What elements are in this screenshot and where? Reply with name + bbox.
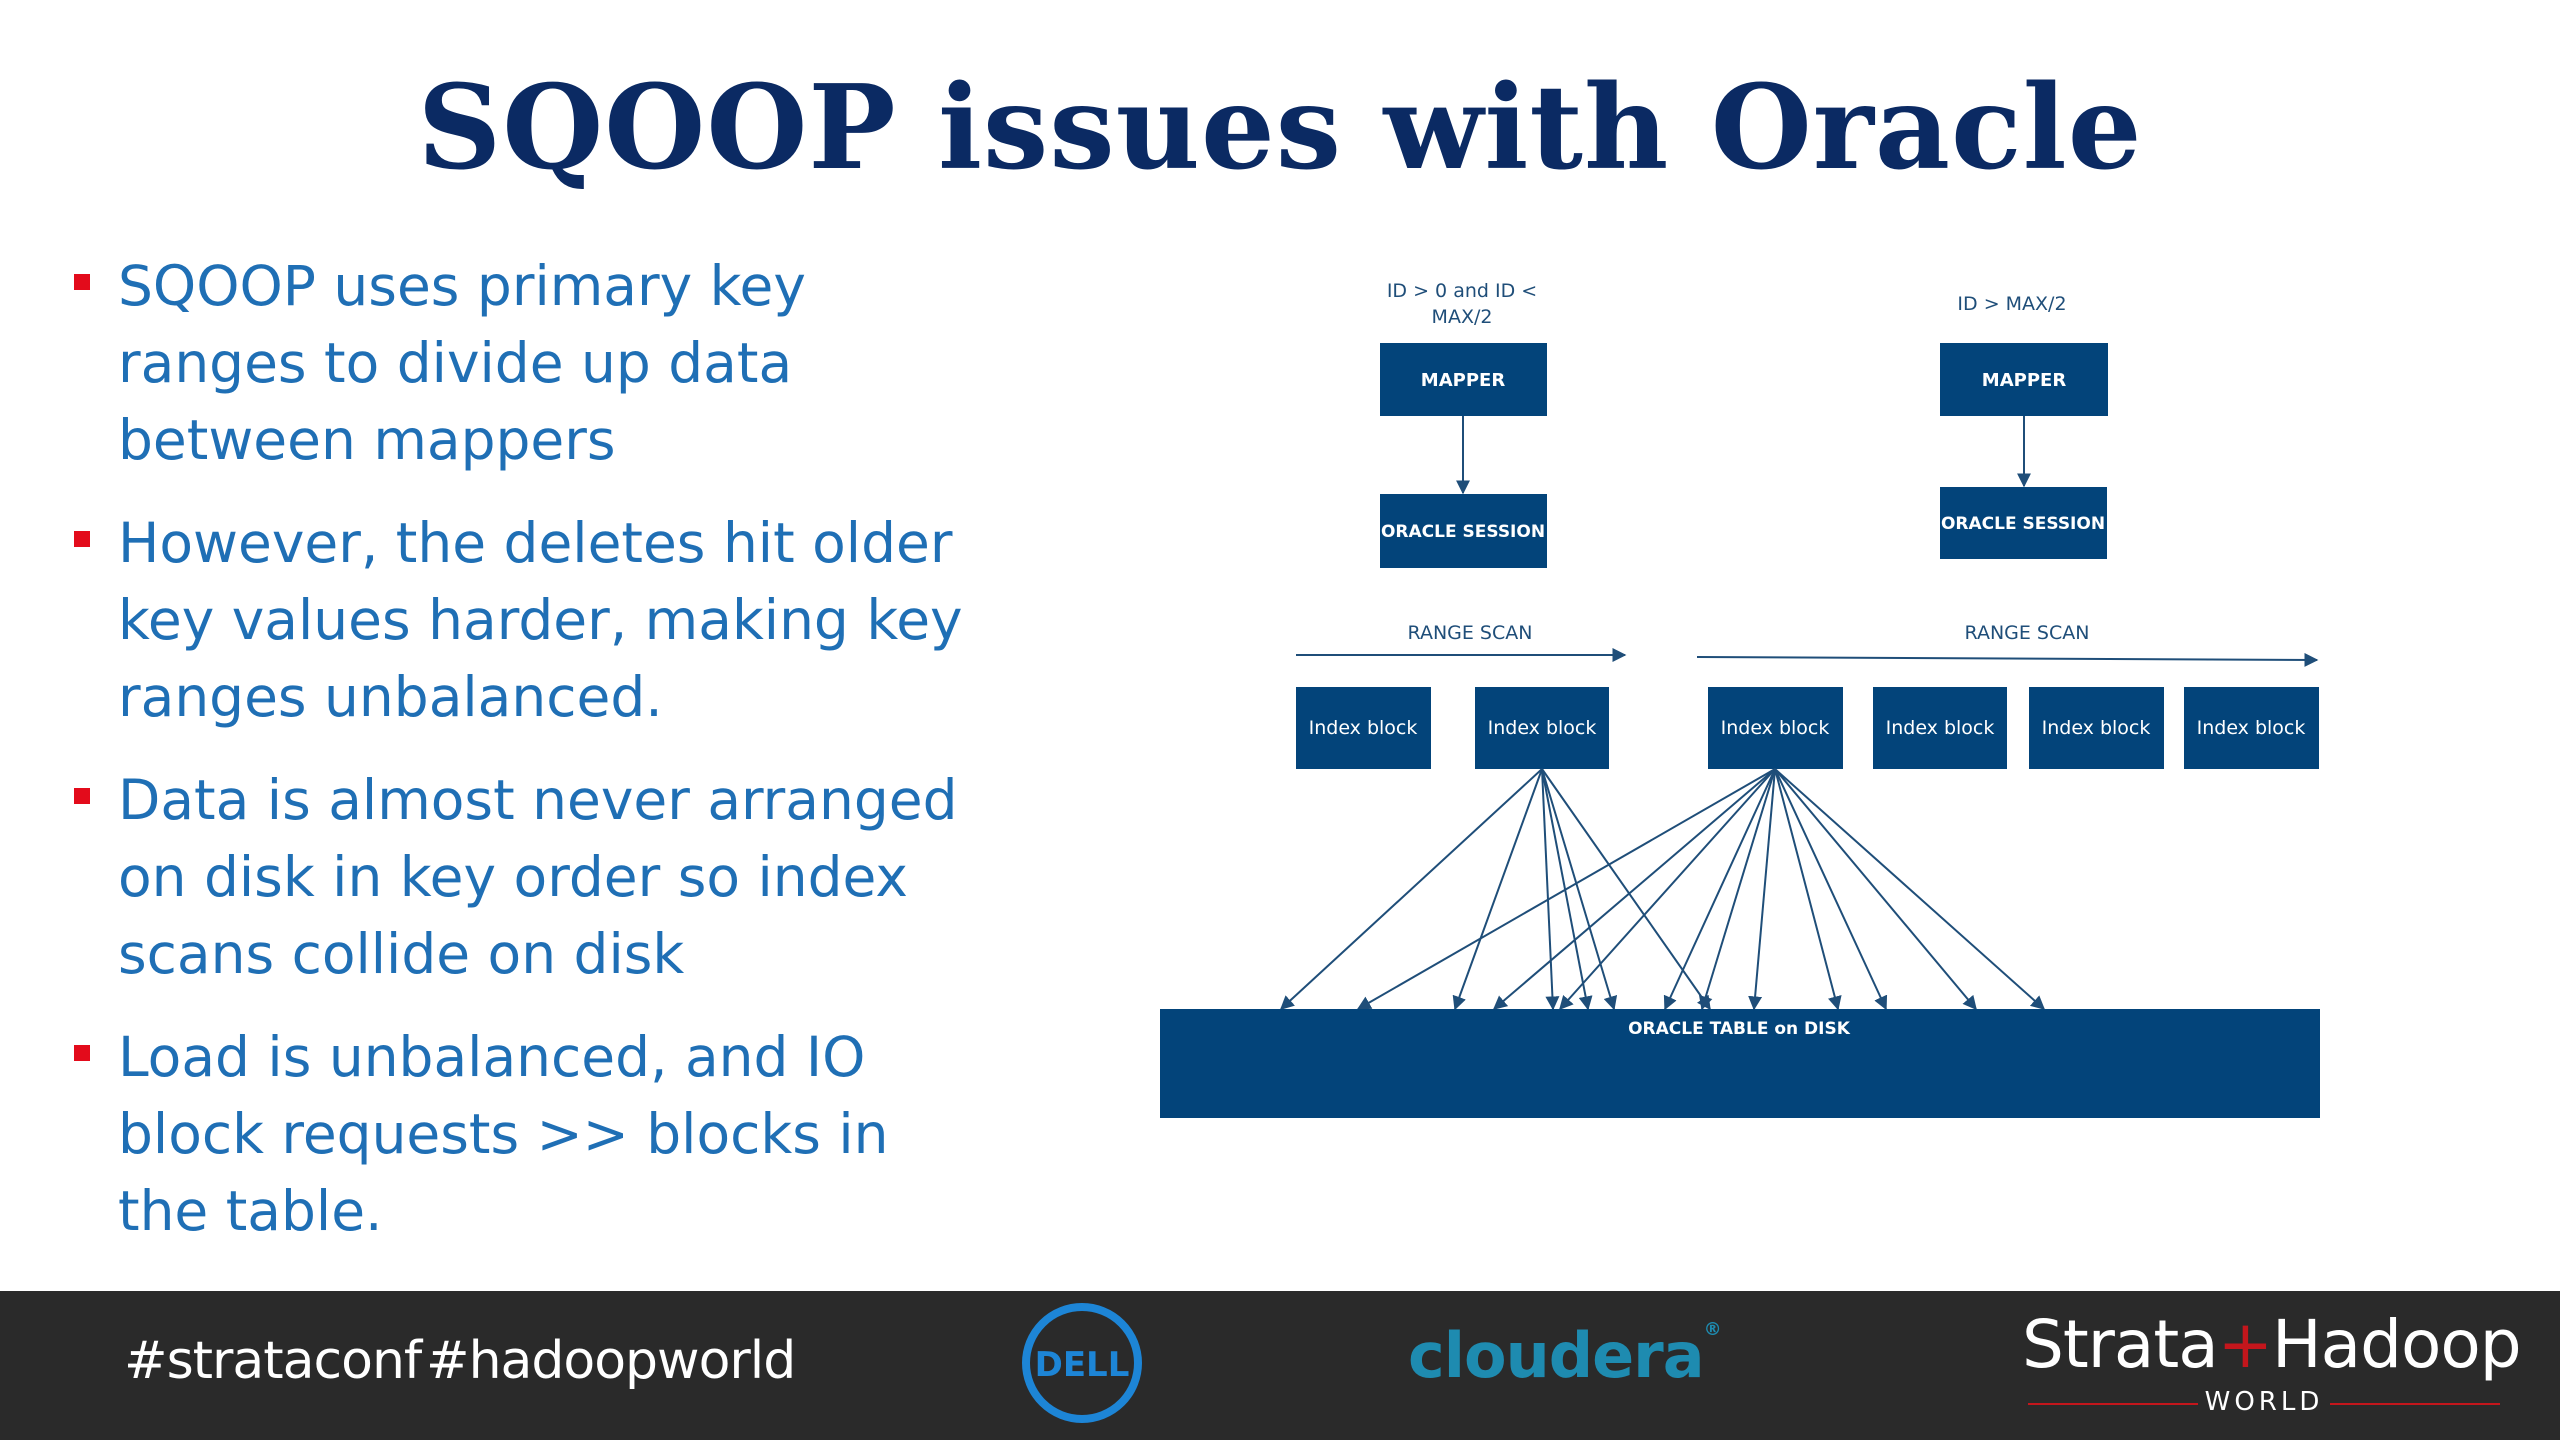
bullet-text: However, the deletes hit older key value…	[118, 511, 963, 729]
left-range-condition: ID > 0 and ID <	[1387, 280, 1537, 302]
bullet-marker	[74, 274, 90, 290]
range-scan-label-right: RANGE SCAN	[1965, 622, 2090, 644]
strata-word: Strata	[2022, 1306, 2219, 1383]
io-request-arrow	[1774, 768, 1977, 1011]
mapper-box-left: MAPPER	[1380, 343, 1547, 416]
range-scan-arrow-right	[1696, 652, 2319, 667]
bullet-text: SQOOP uses primary key ranges to divide …	[118, 254, 806, 472]
index-block-label: Index block	[1309, 717, 1418, 739]
sqoop-oracle-diagram: ID > 0 and ID < MAX/2 ID > MAX/2 MAPPER …	[1160, 280, 2320, 1118]
io-request-arrow	[1663, 768, 1776, 1011]
left-range-condition-cont: MAX/2	[1432, 306, 1493, 328]
io-request-arrow	[1492, 768, 1776, 1010]
bullet-marker	[74, 788, 90, 804]
bullet-item: Data is almost never arranged on disk in…	[70, 762, 990, 993]
io-request-arrow	[1774, 768, 1888, 1011]
footer-bar: #strataconf #hadoopworld DELL cloudera® …	[0, 1291, 2560, 1440]
logo-rule-right	[2330, 1403, 2500, 1405]
hadoop-word: Hadoop	[2272, 1306, 2522, 1383]
io-request-arrow	[1748, 768, 1776, 1011]
io-request-arrow	[1541, 768, 1560, 1011]
bullet-item: However, the deletes hit older key value…	[70, 505, 990, 736]
index-block-label: Index block	[2042, 717, 2151, 739]
io-request-arrow	[1541, 768, 1618, 1011]
io-request-arrow	[1774, 768, 2046, 1010]
strata-logo-text: Strata+Hadoop	[2022, 1305, 2522, 1385]
index-block: Index block	[2184, 687, 2319, 769]
oracle-table-label: ORACLE TABLE on DISK	[1628, 1019, 1851, 1039]
dell-logo-text: DELL	[1035, 1345, 1130, 1385]
io-request-arrow	[1559, 768, 1776, 1011]
cloudera-logo: cloudera®	[1408, 1319, 1722, 1392]
oracle-session-label: ORACLE SESSION	[1941, 514, 2105, 534]
bullet-text: Load is unbalanced, and IO block request…	[118, 1025, 889, 1243]
oracle-table-on-disk: ORACLE TABLE on DISK	[1160, 1009, 2320, 1118]
strata-plus: +	[2217, 1306, 2273, 1383]
index-block-label: Index block	[2197, 717, 2306, 739]
io-request-arrow	[1774, 768, 1842, 1011]
index-block: Index block	[2029, 687, 2164, 769]
mapper-label: MAPPER	[1421, 370, 1506, 391]
hashtag-hadoopworld: #hadoopworld	[426, 1331, 796, 1391]
mapper-label: MAPPER	[1982, 370, 2067, 391]
io-request-arrow	[1698, 768, 1776, 1011]
io-request-arrow	[1279, 768, 1543, 1010]
index-block: Index block	[1475, 687, 1609, 769]
index-block-label: Index block	[1886, 717, 1995, 739]
mapper-box-right: MAPPER	[1940, 343, 2108, 416]
index-block-label: Index block	[1721, 717, 1830, 739]
index-block-label: Index block	[1488, 717, 1597, 739]
strata-hadoop-world-logo: Strata+Hadoop WORLD	[2022, 1305, 2522, 1430]
cloudera-logo-text: cloudera	[1408, 1319, 1705, 1392]
index-block: Index block	[1708, 687, 1843, 769]
bullet-marker	[74, 531, 90, 547]
io-request-arrow	[1541, 768, 1711, 1011]
dell-logo: DELL	[1022, 1303, 1142, 1423]
bullet-item: Load is unbalanced, and IO block request…	[70, 1019, 990, 1250]
index-block: Index block	[1873, 687, 2007, 769]
slide-title: SQOOP issues with Oracle	[417, 60, 2143, 196]
right-range-condition: ID > MAX/2	[1957, 293, 2066, 315]
range-scan-label-left: RANGE SCAN	[1408, 622, 1533, 644]
registered-mark: ®	[1703, 1319, 1722, 1340]
bullet-list: SQOOP uses primary key ranges to divide …	[70, 248, 990, 1276]
bullet-item: SQOOP uses primary key ranges to divide …	[70, 248, 990, 479]
oracle-session-label: ORACLE SESSION	[1381, 522, 1545, 542]
index-block: Index block	[1296, 687, 1431, 769]
strata-logo-world: WORLD	[2204, 1387, 2324, 1417]
bullet-text: Data is almost never arranged on disk in…	[118, 768, 958, 986]
hashtag-strataconf: #strataconf	[124, 1331, 422, 1391]
logo-rule-left	[2028, 1403, 2198, 1405]
oracle-session-box-right: ORACLE SESSION	[1940, 487, 2107, 559]
io-request-arrow	[1356, 768, 1776, 1010]
oracle-session-box-left: ORACLE SESSION	[1380, 494, 1547, 568]
io-request-arrow	[1452, 768, 1543, 1011]
bullet-marker	[74, 1045, 90, 1061]
